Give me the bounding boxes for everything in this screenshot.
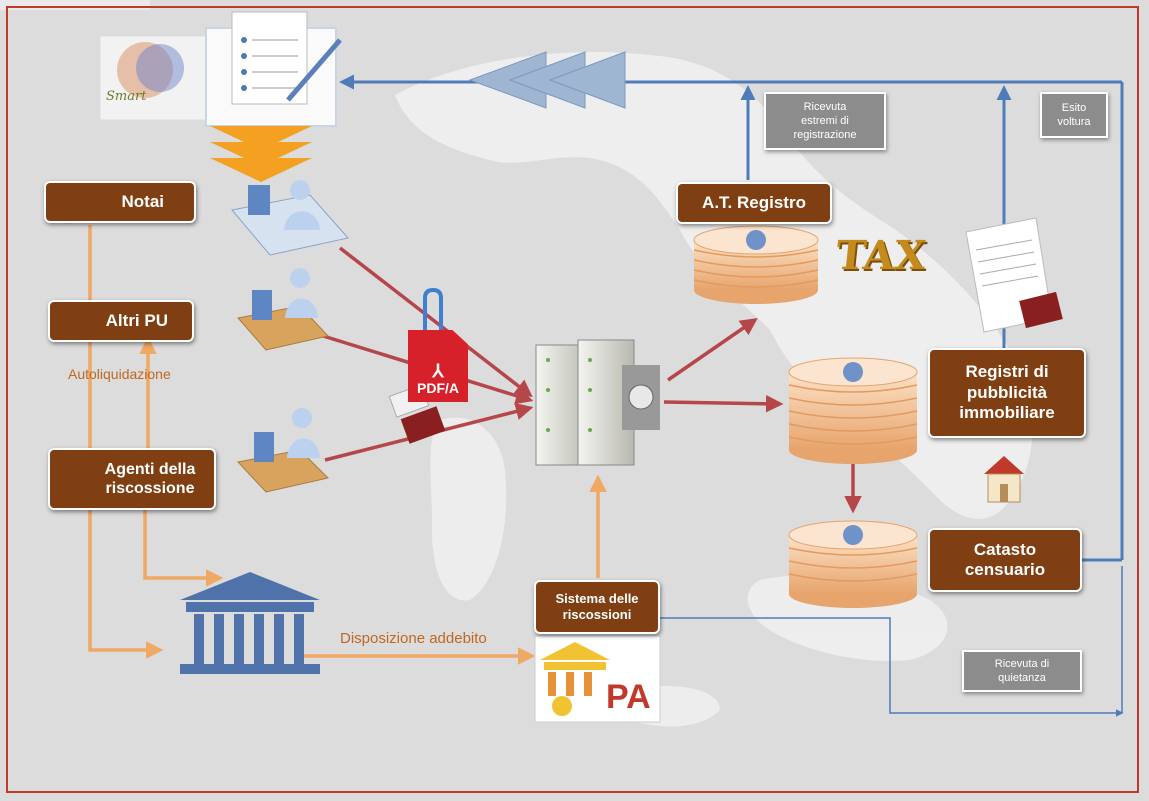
altri-pu-box: Altri PU [48,300,194,342]
esito-voltura-callout: Esito voltura [1040,92,1108,138]
diagram-frame [6,6,1139,793]
blue-quietanza-lines [660,566,1124,717]
autoliquidazione-label: Autoliquidazione [68,366,171,382]
ricevuta-quietanza-callout: Ricevuta di quietanza [962,650,1082,692]
top-tab [0,0,150,10]
orange-chevrons [210,126,312,182]
at-registro-box: A.T. Registro [676,182,832,224]
disk-stack-catasto [788,520,918,608]
registri-pubblicita-box: Registri di pubblicità immobiliare [928,348,1086,438]
form-document [205,11,342,127]
svg-text:Smart: Smart [106,89,147,104]
workstation-altri [237,268,329,351]
blue-feedback-lines [339,74,1124,562]
house-icon [984,456,1024,503]
software-logo: Smart [99,35,211,121]
notai-box: Notai [44,181,196,223]
blue-triangle-arrows [468,51,626,109]
workstation-agenti [237,408,329,493]
pdf-icon: ⅄ [432,361,444,381]
sistema-riscossioni-box: Sistema delle riscossioni [534,580,660,634]
disk-stack-registro [693,225,819,304]
catasto-censuario-box: Catasto censuario [928,528,1082,592]
agenti-riscossione-box: Agenti della riscossione [48,448,216,510]
workstation-notai [231,180,349,256]
ricevuta-registrazione-callout: Ricevuta estremi di registrazione [764,92,886,150]
pa-sign [534,635,661,723]
tax-graphic: TAX [833,232,929,279]
server-icon [535,339,660,466]
pdf-a-document: ⅄ PDF/A [408,330,468,402]
pa-label: PA [606,678,651,716]
disposizione-addebito-label: Disposizione addebito [340,630,487,647]
certificate-document [965,217,1063,333]
paperclip-icon [423,287,443,330]
disk-stack-registri [788,357,918,464]
orange-flow-lines [88,225,607,665]
bank-building-icon [180,572,320,674]
